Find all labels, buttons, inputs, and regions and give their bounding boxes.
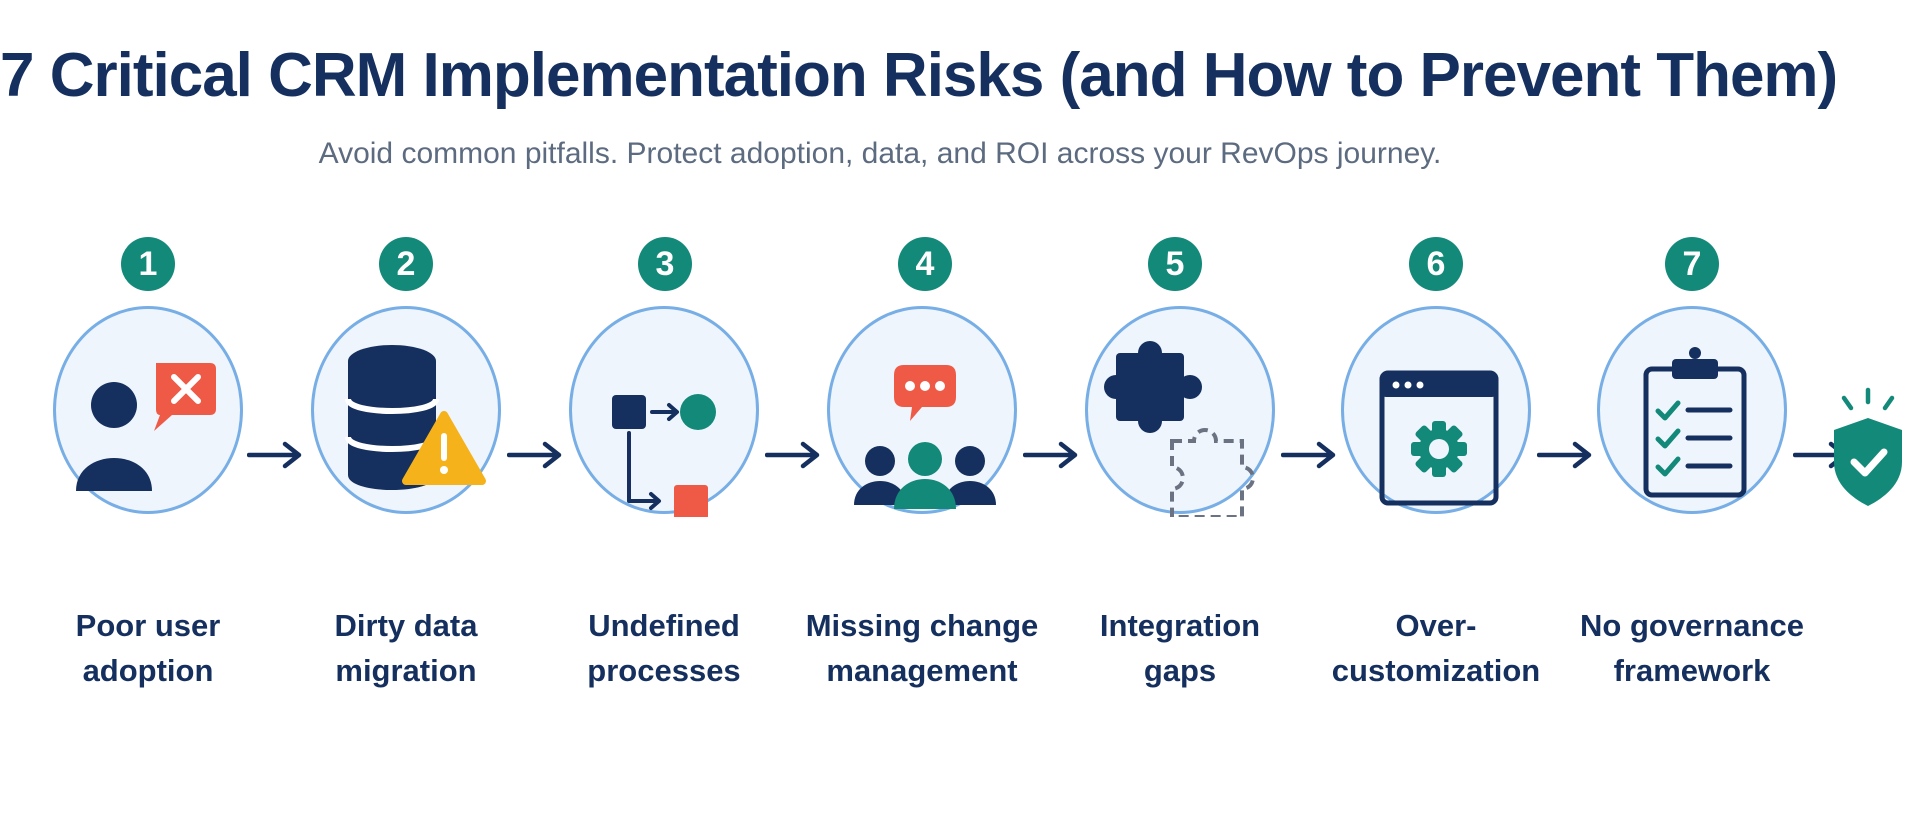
step-3-circle <box>569 306 759 517</box>
step-1-circle <box>53 306 243 514</box>
step-6-circle <box>1341 306 1531 514</box>
step-6-number-badge: 6 <box>1409 237 1463 291</box>
database-warning-icon <box>345 345 486 490</box>
page-title: 7 Critical CRM Implementation Risks (and… <box>0 41 1838 110</box>
step-7-number-badge: 7 <box>1665 237 1719 291</box>
step-3-number-badge: 3 <box>638 237 692 291</box>
step-2-number-badge: 2 <box>379 237 433 291</box>
step-5-circle <box>1085 306 1275 517</box>
step-1-label: Poor user adoption <box>75 608 221 688</box>
shield-check-icon <box>1834 387 1902 506</box>
step-2-circle <box>311 306 501 514</box>
team-chat-icon <box>854 365 996 509</box>
arrow-right-icon <box>1537 441 1592 469</box>
arrow-right-icon <box>247 441 302 469</box>
user-with-error-bubble-icon <box>76 363 216 491</box>
arrow-right-icon <box>1023 441 1078 469</box>
checklist-clipboard-icon <box>1643 347 1747 498</box>
step-7-circle <box>1597 306 1787 514</box>
process-flow-icon <box>612 394 716 517</box>
step-4-circle <box>827 306 1017 514</box>
step-1-number-badge: 1 <box>121 237 175 291</box>
step-3-label: Undefined processes <box>587 608 741 688</box>
step-5-label: Integration gaps <box>1099 608 1261 688</box>
step-4-label: Missing change management <box>805 608 1039 688</box>
page-subtitle: Avoid common pitfalls. Protect adoption,… <box>318 137 1442 170</box>
step-2-label: Dirty data migration <box>334 608 478 688</box>
arrow-right-icon <box>765 441 820 469</box>
step-5-number-badge: 5 <box>1148 237 1202 291</box>
puzzle-pieces-icon <box>1104 341 1255 517</box>
arrow-right-icon <box>1281 441 1336 469</box>
step-4-number-badge: 4 <box>898 237 952 291</box>
step-6-label: Over- customization <box>1331 608 1541 688</box>
browser-gear-icon <box>1379 370 1499 506</box>
step-7-label: No governance framework <box>1580 608 1804 688</box>
arrow-right-icon <box>507 441 562 469</box>
